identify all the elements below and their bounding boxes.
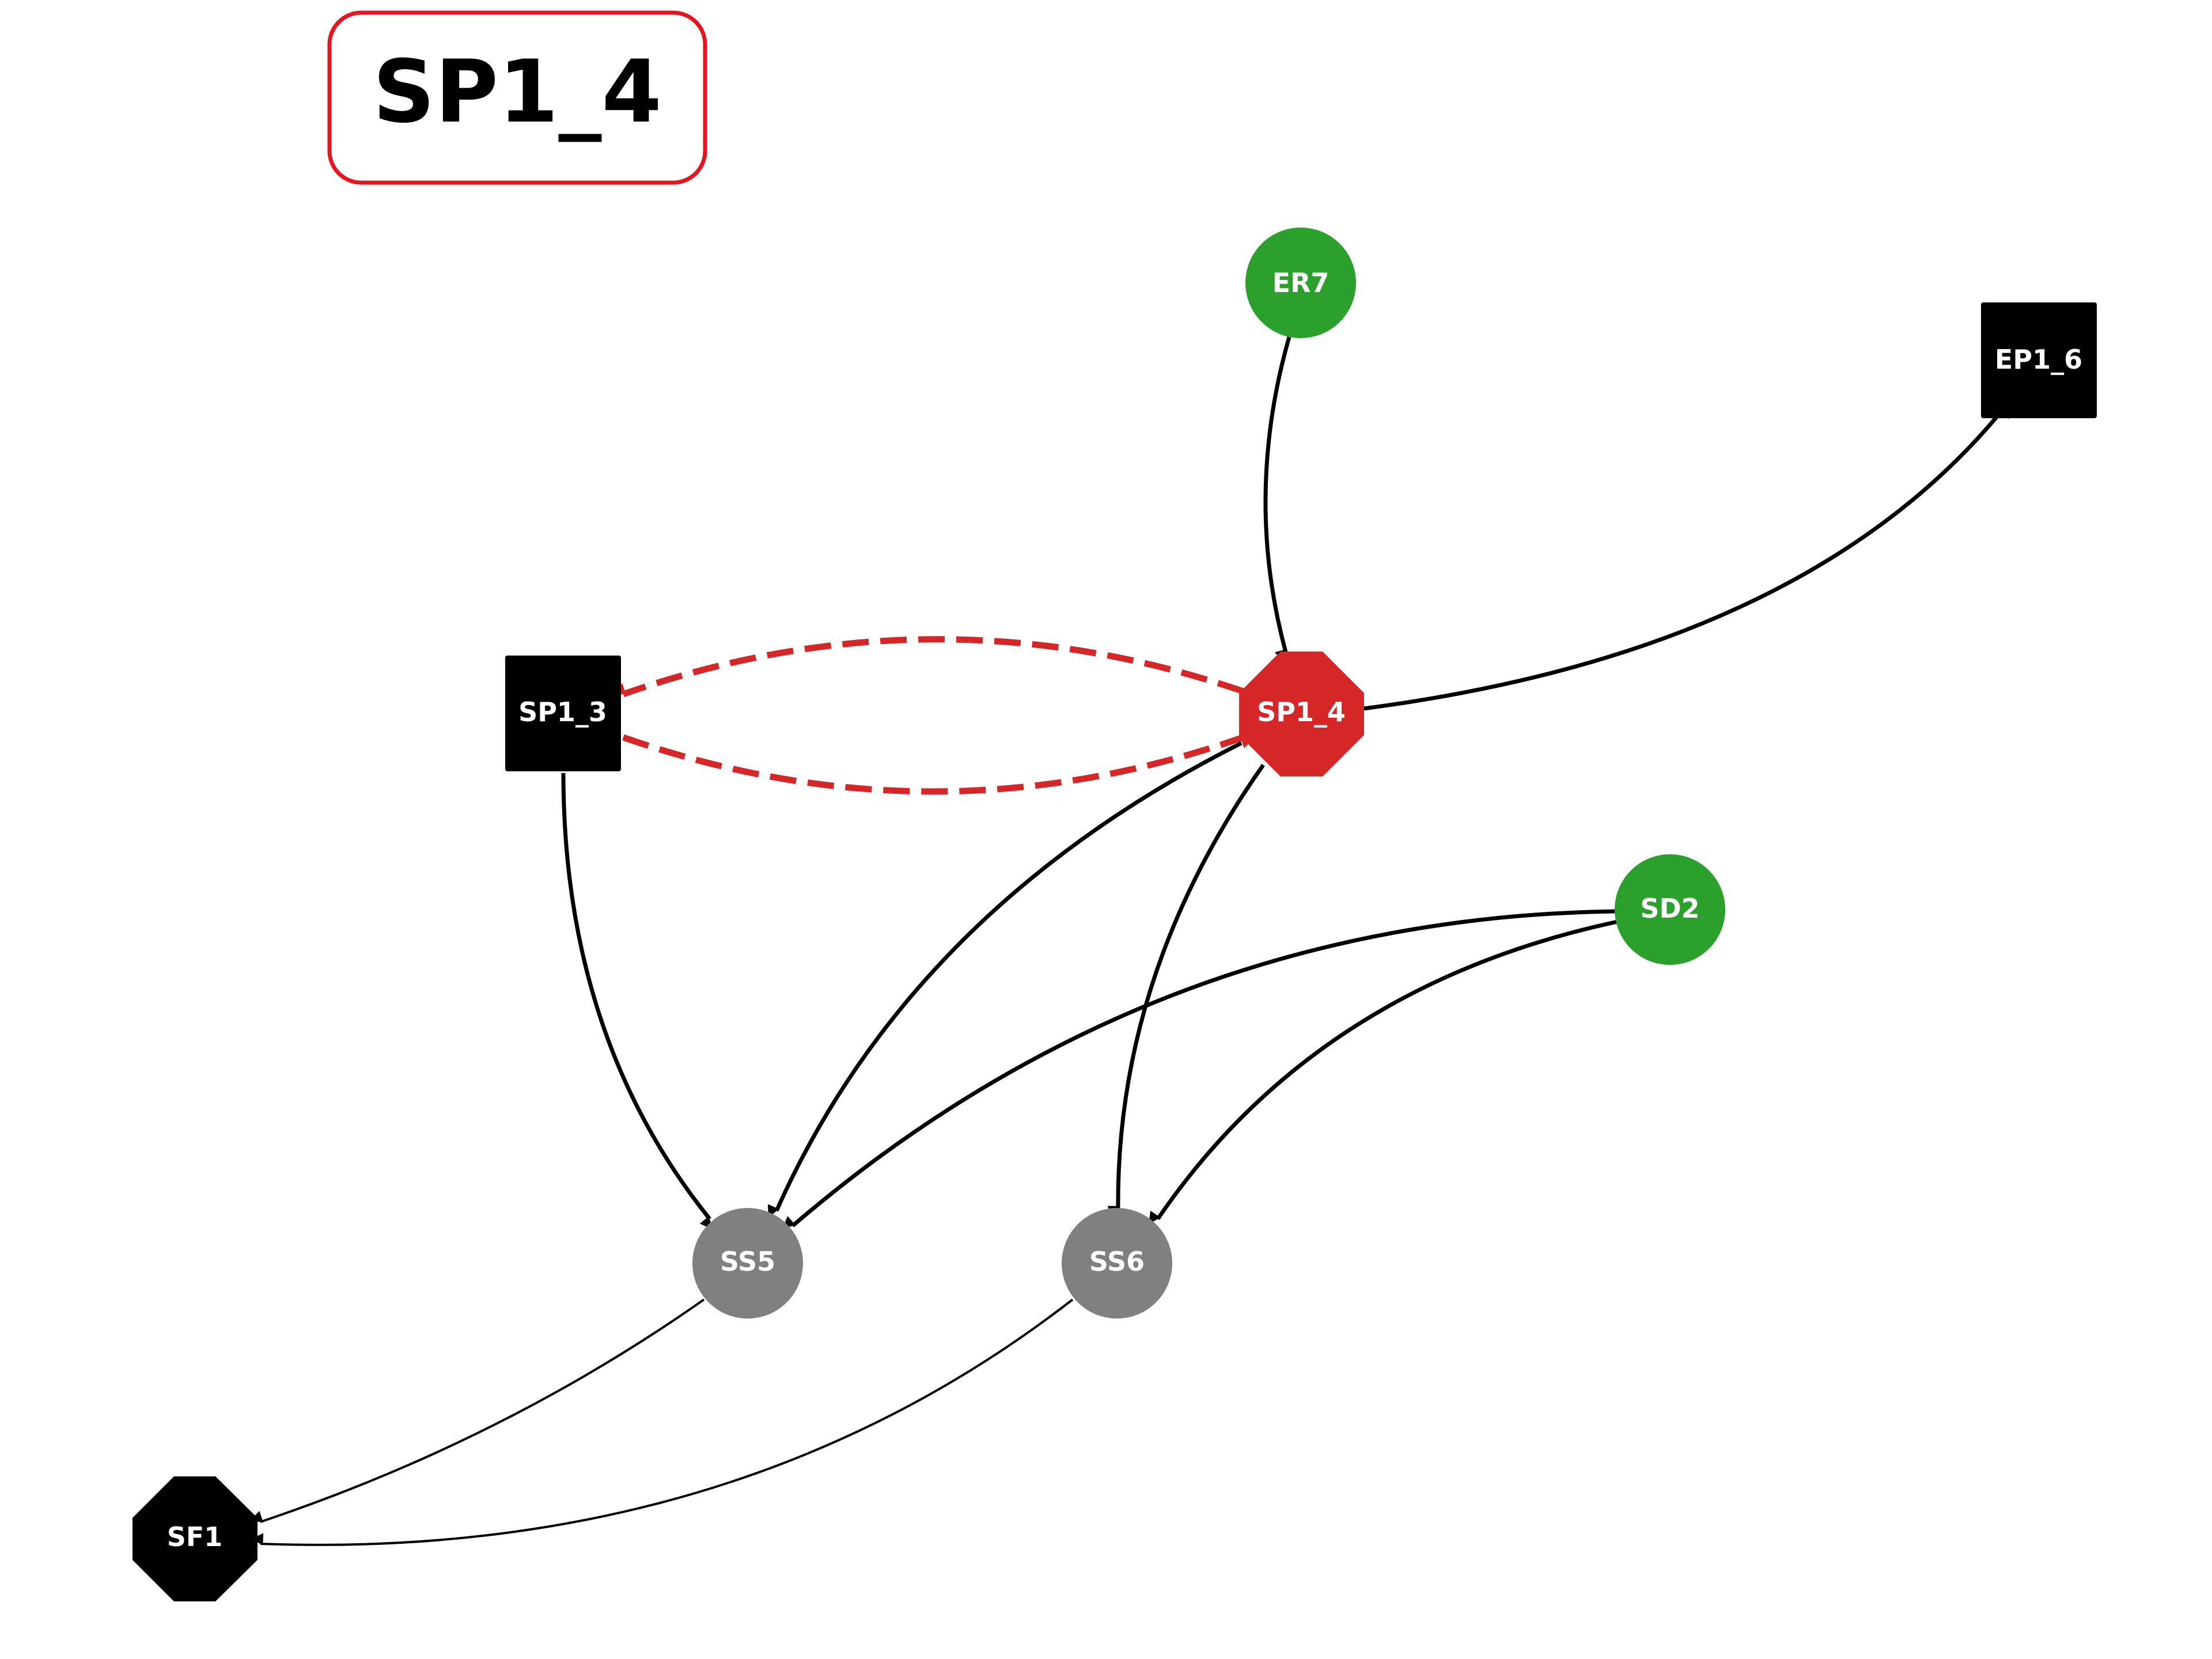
edge-sp1-3-to-sp1-4 <box>622 734 1254 795</box>
node-sp1-3[interactable]: SP1_3 <box>505 656 621 771</box>
node-sp1-4-label: SP1_4 <box>1257 696 1346 728</box>
node-sd2-shape <box>1615 854 1725 965</box>
node-sf1-shape <box>132 1476 257 1601</box>
node-ep1-6-shape <box>1981 302 2097 418</box>
edge-sd2-to-ss5 <box>782 909 1618 1229</box>
edges-layer <box>249 336 2012 1546</box>
title-box: SP1_4 <box>327 10 707 185</box>
edge-sp1-4-to-ss6 <box>1107 763 1265 1218</box>
node-sp1-4-shape <box>1239 652 1364 777</box>
node-ep1-6-label: EP1_6 <box>1995 344 2082 375</box>
node-er7[interactable]: ER7 <box>1245 228 1356 338</box>
node-sf1[interactable]: SF1 <box>132 1476 257 1601</box>
node-er7-shape <box>1245 228 1356 338</box>
edge-sp1-4-to-sp1-3 <box>612 636 1244 698</box>
edge-sd2-to-ss6 <box>1149 919 1618 1225</box>
nodes-layer: ER7 EP1_6 SP1_3 SP1_4 SD2 SS5 SS6 <box>132 228 2097 1601</box>
edge-sp1-4-to-ss5 <box>767 741 1243 1218</box>
title-border <box>327 10 707 185</box>
node-ss6[interactable]: SS6 <box>1062 1208 1172 1319</box>
node-sp1-3-shape <box>505 656 621 771</box>
node-ss5-shape <box>692 1208 803 1319</box>
node-sd2[interactable]: SD2 <box>1615 854 1725 965</box>
node-sd2-label: SD2 <box>1640 893 1699 924</box>
node-ep1-6[interactable]: EP1_6 <box>1981 302 2097 418</box>
node-ss5-label: SS5 <box>720 1246 775 1277</box>
edge-sp1-3-to-ss5 <box>561 772 713 1229</box>
edge-ss6-to-sf1 <box>251 1298 1074 1546</box>
node-ss6-shape <box>1062 1208 1172 1319</box>
node-sf1-label: SF1 <box>167 1521 223 1552</box>
edge-er7-to-sp1-4 <box>1263 336 1291 663</box>
diagram-title: SP1_4 <box>373 42 662 142</box>
node-sp1-4[interactable]: SP1_4 <box>1239 652 1364 777</box>
edge-ss5-to-sf1 <box>249 1298 705 1523</box>
node-sp1-3-label: SP1_3 <box>518 696 607 728</box>
edge-sp1-4-to-ep1-6 <box>1363 406 2012 711</box>
node-er7-label: ER7 <box>1272 267 1330 298</box>
node-ss6-label: SS6 <box>1089 1246 1145 1277</box>
node-ss5[interactable]: SS5 <box>692 1208 803 1319</box>
